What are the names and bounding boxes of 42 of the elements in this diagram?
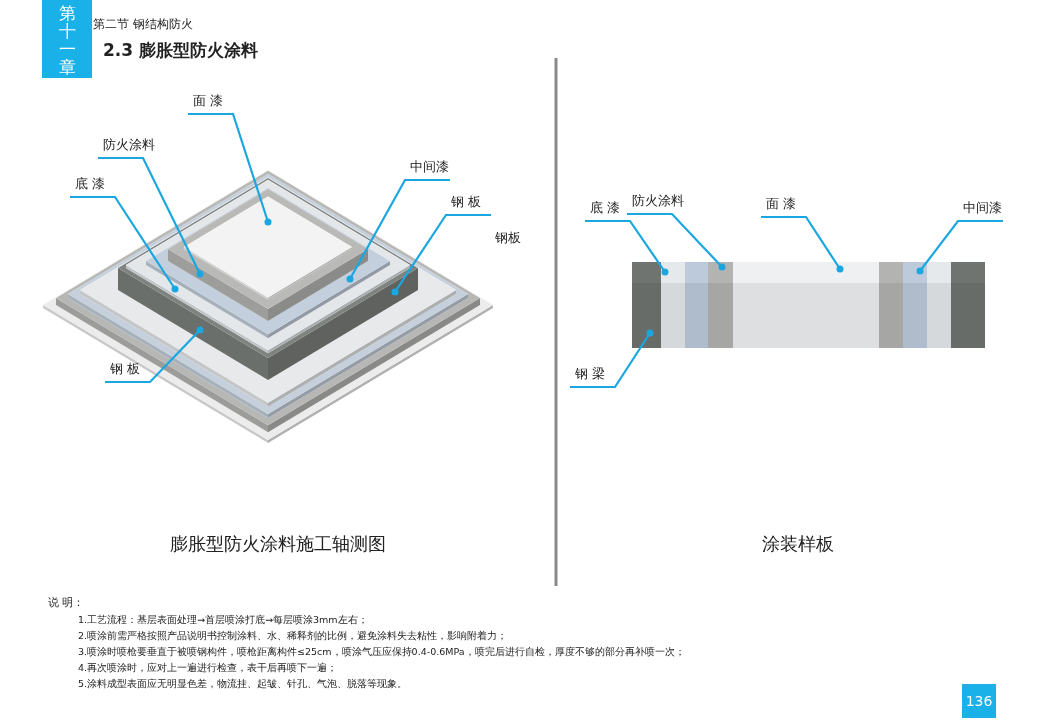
coating-band bbox=[927, 262, 951, 348]
part-label: 钢板 bbox=[495, 230, 521, 246]
note-text: 5.涂料成型表面应无明显色差，物流挂、起皱、针孔、气泡、脱落等现象。 bbox=[78, 677, 408, 690]
note-text: 3.喷涂时喷枪要垂直于被喷钢构件，喷枪距离构件≤25cm，喷涂气压应保持0.4-0.6MPa，喷完后进行自检，厚度不够的部分再补喷一次； bbox=[78, 645, 685, 658]
leader-line bbox=[916, 219, 1003, 275]
leader-line bbox=[188, 112, 272, 226]
coating-band bbox=[879, 262, 903, 348]
leader-line bbox=[391, 213, 491, 296]
coating-band bbox=[685, 262, 708, 348]
leader-line bbox=[346, 178, 450, 283]
coating-band bbox=[661, 262, 685, 348]
beam-end bbox=[632, 262, 661, 348]
coating-band bbox=[903, 262, 927, 348]
coating-band bbox=[733, 262, 879, 348]
leader-line bbox=[105, 326, 204, 384]
note-text: 4.再次喷涂时，应对上一遍进行检查，表干后再喷下一遍； bbox=[78, 661, 338, 674]
coating-layer bbox=[184, 196, 352, 300]
beam-end bbox=[951, 262, 985, 348]
callout-label: 面 漆 bbox=[193, 93, 224, 109]
page-title: 2.3 膨胀型防火涂料 bbox=[103, 40, 259, 60]
callout-label: 底 漆 bbox=[590, 200, 621, 216]
chapter-number: 第十一章 bbox=[58, 4, 76, 76]
callout-label: 钢 梁 bbox=[575, 366, 606, 382]
leader-line bbox=[585, 219, 669, 276]
note-text: 1.工艺流程：基层表面处理→首层喷涂打底→每层喷涂3mm左右； bbox=[78, 613, 368, 626]
section-heading: 第二节 钢结构防火 bbox=[93, 16, 193, 32]
leader-line bbox=[98, 156, 204, 278]
coating-band bbox=[708, 262, 733, 348]
note-text: 2.喷涂前需严格按照产品说明书控制涂料、水、稀释剂的比例，避免涂料失去粘性，影响附着力； bbox=[78, 629, 508, 642]
figure-caption: 膨胀型防火涂料施工轴测图 bbox=[170, 533, 386, 555]
callout-label: 中间漆 bbox=[410, 159, 449, 175]
callout-label: 面 漆 bbox=[766, 196, 797, 212]
notes-heading: 说 明： bbox=[48, 596, 85, 610]
callout-label: 防火涂料 bbox=[632, 193, 684, 209]
leader-line bbox=[70, 195, 179, 293]
leader-line bbox=[570, 329, 654, 389]
callout-label: 中间漆 bbox=[963, 200, 1002, 216]
page-number: 136 bbox=[962, 684, 996, 718]
leader-line bbox=[627, 212, 726, 271]
callout-label: 防火涂料 bbox=[103, 137, 155, 153]
leader-line bbox=[761, 215, 844, 273]
figure-caption: 涂装样板 bbox=[762, 533, 834, 555]
